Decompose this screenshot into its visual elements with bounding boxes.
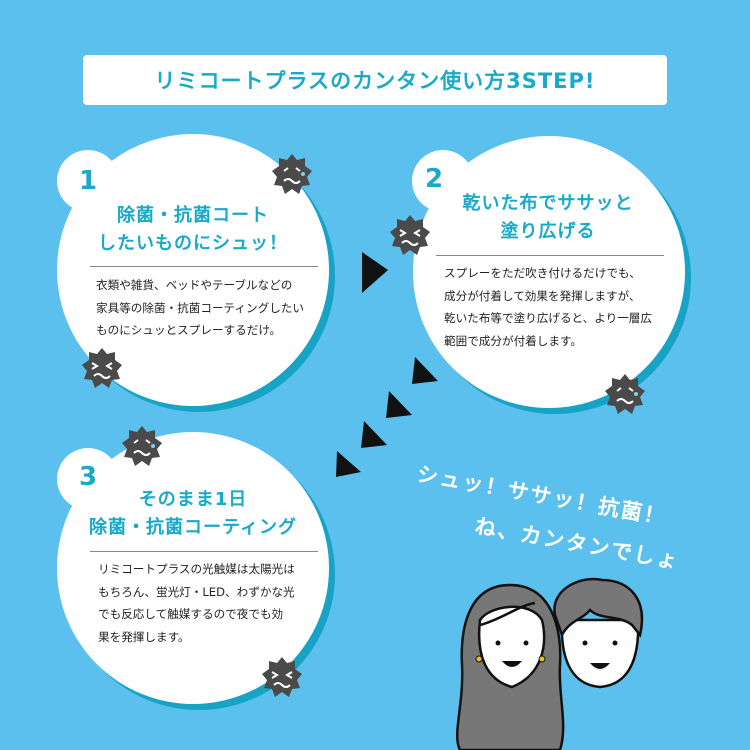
arrow-icon	[361, 421, 387, 448]
germ-sad-icon	[272, 154, 312, 194]
step-title-line: 除菌・抗菌コーティング	[89, 517, 297, 538]
step-number: 2	[424, 164, 444, 194]
page-title: リミコートプラスのカンタン使い方3STEP!	[83, 55, 667, 105]
woman-icon	[456, 583, 565, 750]
divider	[90, 551, 318, 552]
germ-squint-icon	[390, 215, 430, 255]
step-title-line: 乾いた布でササッと	[462, 193, 634, 214]
divider	[436, 255, 664, 256]
man-icon	[553, 577, 644, 689]
germ-squint-icon	[82, 348, 122, 388]
step-number: 3	[78, 462, 98, 492]
step-title: 乾いた布でササッと塗り広げる	[423, 190, 673, 246]
germ-sad-icon	[605, 374, 645, 414]
divider	[90, 266, 318, 267]
step-title-line: したいものにシュッ！	[98, 233, 288, 254]
step-title-line: そのまま1日	[138, 489, 248, 510]
step-body: リミコートプラスの光触媒は太陽光は もちろん、蛍光灯・LED、わずかな光 でも反…	[98, 562, 295, 644]
step-title: そのまま1日除菌・抗菌コーティング	[68, 486, 318, 542]
step-bump	[412, 150, 474, 212]
step-body: 衣類や雑貨、ベッドやテーブルなどの 家具等の除菌・抗菌コーティングしたい ものに…	[96, 278, 304, 337]
step-title: 除菌・抗菌コートしたいものにシュッ！	[68, 202, 318, 258]
step-bump	[57, 448, 119, 510]
arrow-icon	[336, 451, 361, 477]
step-bump	[57, 150, 119, 212]
step-title-line: 除菌・抗菌コート	[117, 205, 269, 226]
arrow-icon	[386, 391, 412, 418]
arrow-icon	[362, 252, 388, 293]
germ-sad-icon	[122, 426, 162, 466]
germ-squint-icon	[262, 657, 302, 697]
step-title-line: 塗り広げる	[500, 221, 596, 242]
people-illustration	[456, 577, 644, 750]
step-body: スプレーをただ吹き付けるだけでも、 成分が付着して効果を発揮しますが、 乾いた布…	[444, 266, 652, 348]
step-number: 1	[78, 166, 98, 196]
arrow-icon	[412, 357, 438, 384]
